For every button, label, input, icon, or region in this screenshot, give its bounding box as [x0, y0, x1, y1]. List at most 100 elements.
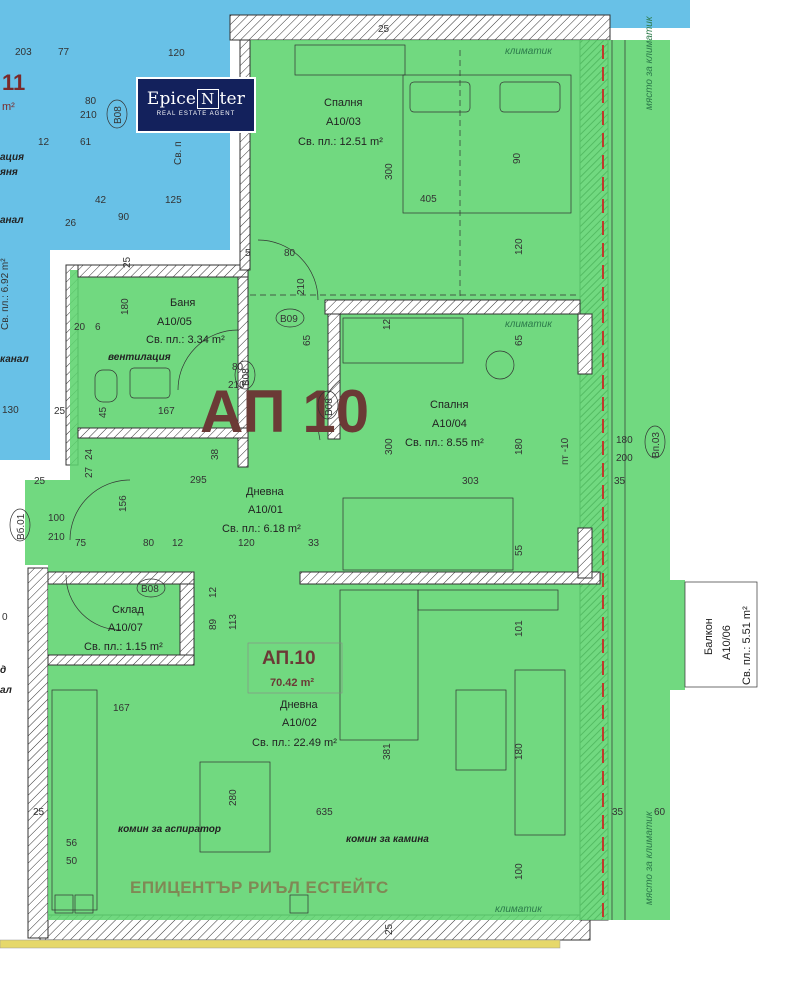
dim: 295 — [190, 475, 207, 486]
dim: 80 — [284, 248, 296, 259]
bedroom1-name: Спалня — [324, 97, 363, 109]
wall-hall-vert — [239, 39, 251, 271]
wardrobe-1 — [294, 44, 406, 76]
neighbor-label-1: ация — [0, 152, 24, 163]
desk — [342, 317, 464, 364]
dim: 80 — [232, 362, 244, 373]
living-code: A10/02 — [282, 717, 317, 729]
wall-bedroom2-bottom — [299, 571, 601, 585]
wall-bath-bottom — [77, 427, 249, 439]
neighbor-label-9: 0 — [2, 612, 8, 623]
dim: 25 — [54, 406, 66, 417]
dim: 50 — [66, 856, 78, 867]
dim: 167 — [158, 406, 175, 417]
dim: 120 — [168, 48, 185, 59]
chimney-hood-label: комин за аспиратор — [118, 824, 221, 835]
wall-hall-top — [77, 264, 249, 278]
dim: 12 — [172, 538, 184, 549]
hall-name: Дневна — [246, 486, 285, 498]
bathroom-area: Св. пл.: 3.34 m² — [146, 334, 225, 346]
neighbor-label-2: яня — [0, 167, 18, 178]
neighbor-label-8: Св. п — [173, 141, 184, 165]
storage-name: Склад — [112, 604, 144, 616]
window-tag-vp03: Вп.03 — [651, 432, 662, 458]
dim: 89 — [208, 618, 219, 630]
dim: 125 — [165, 195, 182, 206]
dim: 65 — [302, 334, 313, 346]
ac-label-3: климатик — [495, 904, 543, 915]
tv-unit — [514, 669, 566, 836]
dim: 35 — [614, 476, 626, 487]
dim: 180 — [120, 298, 131, 315]
wall-bedroom2-left — [327, 313, 341, 440]
bathroom-name: Баня — [170, 297, 195, 309]
balcony-outline — [684, 581, 758, 688]
dim: 5 — [245, 248, 251, 259]
dim: 25 — [378, 24, 390, 35]
wall-left-lower — [27, 567, 49, 939]
logo-n-mark: N — [197, 89, 219, 109]
apartment-label-box — [247, 642, 343, 694]
hall-code: A10/01 — [248, 504, 283, 516]
dim: 75 — [75, 538, 87, 549]
dim: 120 — [238, 538, 255, 549]
window-tag-vb01: Вб.01 — [15, 513, 27, 540]
apartment-area: 70.42 m² — [270, 677, 314, 689]
toilet — [94, 369, 118, 403]
ac-place-label-2: място за климатик — [644, 810, 655, 905]
door-storage — [65, 574, 122, 631]
dim: 25 — [384, 923, 395, 935]
bed-2 — [342, 497, 514, 571]
wall-storage-top — [47, 571, 195, 585]
neighbor-label-4: канал — [0, 354, 29, 365]
dim: 180 — [616, 435, 633, 446]
coffee-table — [455, 689, 507, 771]
dim: 33 — [308, 538, 320, 549]
bathroom-code: A10/05 — [157, 316, 192, 328]
wall-bath-right — [237, 276, 249, 468]
neighbor-label-7: ал — [0, 685, 13, 696]
ac-place-label-1: място за климатик — [644, 15, 655, 110]
dim: 156 — [118, 495, 129, 512]
wall-bedroom2-right2 — [577, 527, 593, 579]
wall-storage-bottom — [47, 654, 195, 666]
bedroom2-code: A10/04 — [432, 418, 467, 430]
dim: 300 — [384, 438, 395, 455]
dim: 100 — [48, 513, 65, 524]
kitchen-counter — [51, 689, 98, 911]
hall-area: Св. пл.: 6.18 m² — [222, 523, 301, 535]
bedroom2-name: Спалня — [430, 399, 469, 411]
yellow-strip — [0, 939, 561, 949]
dim: 210 — [228, 380, 245, 391]
dim: 65 — [514, 334, 525, 346]
dim: 55 — [514, 544, 525, 556]
dim: 90 — [118, 212, 130, 223]
dim: 130 — [2, 405, 19, 416]
balcony-name: Балкон — [703, 618, 715, 655]
dim: 27 — [84, 466, 95, 478]
neighbor-unit: m² — [2, 101, 15, 113]
door-bathroom — [177, 329, 239, 391]
wall-bedroom2-right — [577, 313, 593, 375]
bedroom2-area: Св. пл.: 8.55 m² — [405, 437, 484, 449]
door-bedroom2 — [318, 379, 341, 441]
dim: 405 — [420, 194, 437, 205]
dim: 203 — [15, 47, 32, 58]
dim: 24 — [84, 448, 95, 460]
storage-area: Св. пл.: 1.15 m² — [84, 641, 163, 653]
dim: 77 — [58, 47, 70, 58]
logo-name-a: Epice — [146, 89, 197, 109]
dim: 300 — [384, 163, 395, 180]
sofa-back — [417, 589, 559, 611]
bedroom1-code: A10/03 — [326, 116, 361, 128]
dim: 45 — [98, 406, 109, 418]
window-tag-b09: B09 — [280, 314, 298, 325]
neighbor-label-3: анал — [0, 215, 24, 226]
dining-table — [199, 761, 271, 853]
dim: 80 — [143, 538, 155, 549]
dim: 25 — [34, 476, 46, 487]
dim: 303 — [462, 476, 479, 487]
door-bedroom1 — [257, 239, 319, 301]
window-tag-b08-d: B08 — [324, 398, 335, 416]
